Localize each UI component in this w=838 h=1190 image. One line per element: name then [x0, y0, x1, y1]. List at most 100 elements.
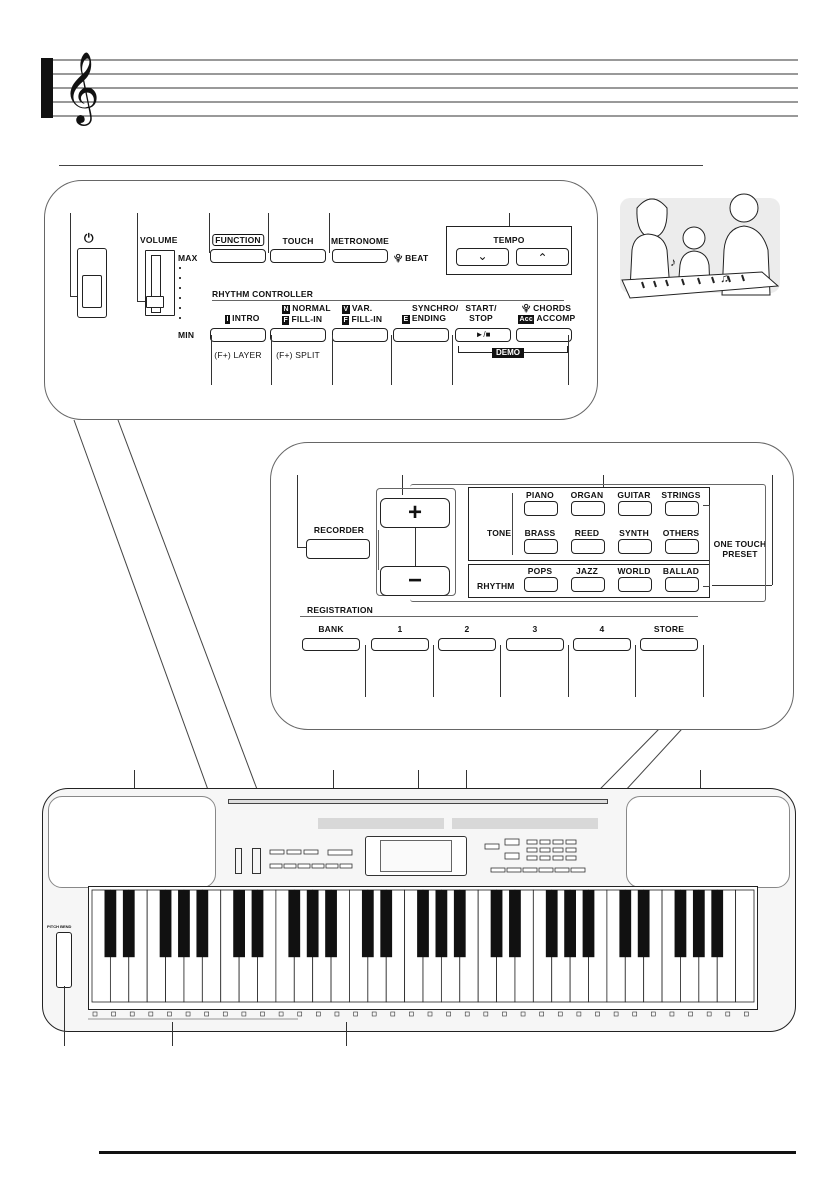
- pops-label: POPS: [527, 566, 553, 576]
- chevron-up-icon: ⌃: [537, 251, 548, 265]
- black-key[interactable]: [196, 890, 209, 958]
- key-label-mark: [167, 1011, 172, 1017]
- synchro-ending-button[interactable]: [393, 328, 449, 342]
- organ-button[interactable]: [571, 501, 605, 516]
- speaker-right: [626, 796, 790, 888]
- black-key[interactable]: [619, 890, 632, 958]
- key-label-mark: [613, 1011, 619, 1017]
- black-key[interactable]: [509, 890, 521, 958]
- black-key[interactable]: [711, 890, 724, 958]
- song-list-strip-left: [318, 818, 444, 829]
- synth-button[interactable]: [618, 539, 652, 554]
- rhythm-controller-rule: [212, 300, 564, 301]
- store-label: STORE: [653, 624, 685, 634]
- reg4-button[interactable]: [573, 638, 631, 651]
- ballad-button[interactable]: [665, 577, 699, 592]
- normal-fill-button[interactable]: [270, 328, 326, 342]
- registration-label: REGISTRATION: [307, 605, 373, 615]
- black-key[interactable]: [178, 890, 190, 958]
- guitar-button[interactable]: [618, 501, 652, 516]
- recorder-button[interactable]: [306, 539, 370, 559]
- plus-button[interactable]: +: [380, 498, 450, 528]
- black-key[interactable]: [564, 890, 576, 958]
- key-label-mark: [502, 1011, 507, 1017]
- reg1-button[interactable]: [371, 638, 429, 651]
- chevron-down-icon: ⌄: [477, 249, 488, 263]
- key-label-mark: [744, 1011, 749, 1017]
- bank-button[interactable]: [302, 638, 360, 651]
- black-key[interactable]: [361, 890, 374, 958]
- key-label-mark: [371, 1011, 377, 1017]
- pitch-bend-wheel[interactable]: [56, 932, 72, 988]
- black-key[interactable]: [674, 890, 687, 958]
- family-playing-illustration: ♪ ♫: [620, 193, 780, 299]
- layer-label: (F+) LAYER: [214, 350, 262, 360]
- intro-button[interactable]: [210, 328, 266, 342]
- section-rule: [59, 165, 703, 166]
- black-key[interactable]: [104, 890, 117, 958]
- key-label-mark: [688, 1011, 693, 1017]
- black-key[interactable]: [325, 890, 337, 958]
- black-key[interactable]: [637, 890, 650, 958]
- black-key[interactable]: [306, 890, 319, 958]
- black-key[interactable]: [582, 890, 595, 958]
- strings-button[interactable]: [665, 501, 699, 516]
- one-touch-preset-label: ONE TOUCH PRESET: [713, 539, 767, 559]
- tempo-down-button[interactable]: ⌄: [456, 248, 509, 266]
- others-button[interactable]: [665, 539, 699, 554]
- music-note-icon: ♪: [670, 255, 676, 269]
- key-label-mark: [446, 1011, 451, 1017]
- pops-button[interactable]: [524, 577, 558, 592]
- black-key[interactable]: [545, 890, 558, 958]
- start-stop-button[interactable]: ►/■: [455, 328, 511, 342]
- brass-label: BRASS: [524, 528, 556, 538]
- key-label-mark: [204, 1011, 209, 1017]
- brass-button[interactable]: [524, 539, 558, 554]
- volume-slider-knob[interactable]: [146, 296, 164, 308]
- minus-button[interactable]: −: [380, 566, 450, 596]
- black-key[interactable]: [251, 890, 264, 958]
- white-key[interactable]: [735, 889, 755, 1003]
- tempo-up-button[interactable]: ⌃: [516, 248, 569, 266]
- black-key[interactable]: [417, 890, 429, 958]
- down-arrow-icon: ⯓: [394, 253, 403, 263]
- black-key[interactable]: [380, 890, 393, 958]
- volume-label: VOLUME: [140, 235, 178, 245]
- reed-button[interactable]: [571, 539, 605, 554]
- header-staff: 𝄞: [41, 50, 798, 126]
- key-label-mark: [92, 1011, 98, 1017]
- function-button[interactable]: [210, 249, 266, 263]
- tone-bracket: [512, 493, 517, 555]
- black-key[interactable]: [692, 890, 705, 958]
- black-key[interactable]: [122, 890, 135, 958]
- chords-accomp-button[interactable]: [516, 328, 572, 342]
- reg3-button[interactable]: [506, 638, 564, 651]
- black-key[interactable]: [435, 890, 448, 958]
- callout-volume: [137, 213, 138, 301]
- black-key[interactable]: [490, 890, 503, 958]
- key-label-mark: [595, 1011, 600, 1017]
- metronome-button[interactable]: [332, 249, 388, 263]
- play-stop-icon: ►/■: [475, 330, 491, 339]
- black-key[interactable]: [453, 890, 466, 958]
- rhythm-controller-label: RHYTHM CONTROLLER: [212, 289, 314, 299]
- mini-right-buttons: [484, 836, 597, 876]
- touch-button[interactable]: [270, 249, 326, 263]
- black-key[interactable]: [233, 890, 245, 958]
- black-key[interactable]: [159, 890, 172, 958]
- world-button[interactable]: [618, 577, 652, 592]
- mini-power: [235, 848, 242, 874]
- key-label-mark: [632, 1011, 638, 1017]
- reg2-button[interactable]: [438, 638, 496, 651]
- jazz-button[interactable]: [571, 577, 605, 592]
- black-key[interactable]: [288, 890, 301, 958]
- reg1-label: 1: [397, 624, 403, 634]
- piano-button[interactable]: [524, 501, 558, 516]
- store-button[interactable]: [640, 638, 698, 651]
- volume-min-label: MIN: [178, 330, 195, 340]
- touch-label: TOUCH: [282, 236, 314, 246]
- function-label: FUNCTION: [212, 234, 264, 246]
- key-label-mark: [222, 1011, 228, 1017]
